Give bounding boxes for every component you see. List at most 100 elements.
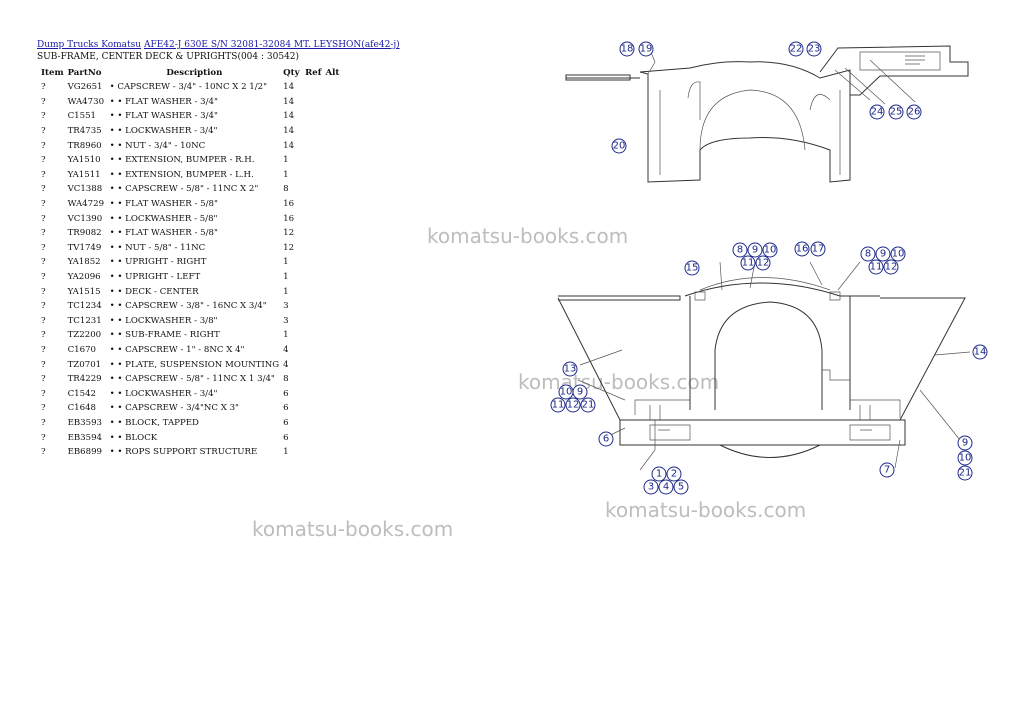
table-row: ?TR4735• • LOCKWASHER - 3/4"14 (37, 124, 341, 139)
callout[interactable]: 6 (598, 431, 614, 447)
svg-text:2: 2 (671, 469, 677, 480)
svg-text:21: 21 (582, 400, 595, 411)
callout[interactable]: 17 (810, 241, 826, 257)
cell-qty: 14 (283, 96, 295, 107)
callout[interactable]: 10 (762, 242, 778, 258)
cell-item: ? (41, 374, 46, 385)
callout[interactable]: 8 (732, 242, 748, 258)
callout[interactable]: 9 (957, 435, 973, 451)
callout[interactable]: 10 (957, 450, 973, 466)
table-row: ?YA1510• • EXTENSION, BUMPER - R.H.1 (37, 153, 341, 168)
callout[interactable]: 16 (794, 241, 810, 257)
cell-partno: TR4229 (67, 374, 102, 385)
cell-description: • • LOCKWASHER - 3/4" (109, 126, 218, 137)
cell-item: ? (41, 359, 46, 370)
callout[interactable]: 9 (572, 384, 588, 400)
parts-table: Item PartNo Description Qty Ref Alt ?VG2… (37, 66, 341, 459)
callout[interactable]: 8 (860, 246, 876, 262)
top-assembly-drawing (565, 45, 969, 183)
callout[interactable]: 21 (580, 397, 596, 413)
svg-text:12: 12 (757, 258, 770, 269)
callout[interactable]: 19 (638, 41, 654, 57)
callout[interactable]: 10 (558, 384, 574, 400)
cell-partno: WA4729 (67, 199, 105, 210)
cell-partno: VC1390 (67, 213, 103, 224)
callout[interactable]: 11 (868, 259, 884, 275)
callout[interactable]: 15 (684, 260, 700, 276)
cell-description: • • CAPSCREW - 3/8" - 16NC X 3/4" (109, 301, 267, 312)
callout[interactable]: 18 (619, 41, 635, 57)
svg-text:16: 16 (796, 244, 809, 255)
callout[interactable]: 26 (906, 104, 922, 120)
cell-partno: TC1234 (67, 301, 102, 312)
cell-partno: TC1231 (67, 315, 102, 326)
svg-text:18: 18 (621, 44, 634, 55)
svg-text:23: 23 (808, 44, 821, 55)
breadcrumb-model-link[interactable]: AFE42-J 630E S/N 32081-32084 MT. LEYSHON… (143, 40, 400, 50)
svg-text:7: 7 (884, 465, 890, 476)
svg-text:12: 12 (885, 262, 898, 273)
cell-description: • • CAPSCREW - 5/8" - 11NC X 2" (109, 184, 259, 195)
cell-description: • • LOCKWASHER - 3/4" (109, 388, 218, 399)
parts-table-body: ?VG2651• CAPSCREW - 3/4" - 10NC X 2 1/2"… (37, 80, 341, 459)
table-row: ?WA4729• • FLAT WASHER - 5/8"16 (37, 197, 341, 212)
cell-item: ? (41, 111, 46, 122)
callout[interactable]: 21 (957, 465, 973, 481)
callout[interactable]: 5 (673, 479, 689, 495)
cell-partno: EB3594 (67, 432, 103, 443)
callout-group-top: 18 19 22 23 20 24 25 26 (611, 41, 922, 154)
callout[interactable]: 3 (643, 479, 659, 495)
callout[interactable]: 14 (972, 344, 988, 360)
svg-text:4: 4 (663, 482, 669, 493)
callout[interactable]: 11 (550, 397, 566, 413)
cell-item: ? (41, 199, 46, 210)
callout[interactable]: 12 (565, 397, 581, 413)
breadcrumb-category-link[interactable]: Dump Trucks Komatsu (37, 40, 142, 50)
cell-description: • • LOCKWASHER - 5/8" (109, 213, 218, 224)
cell-qty: 1 (283, 169, 289, 180)
callout[interactable]: 1 (651, 466, 667, 482)
cell-description: • • NUT - 5/8" - 11NC (109, 242, 206, 253)
callout[interactable]: 13 (562, 361, 578, 377)
callout[interactable]: 7 (879, 462, 895, 478)
callout[interactable]: 24 (869, 104, 885, 120)
callout[interactable]: 12 (755, 255, 771, 271)
cell-description: • • EXTENSION, BUMPER - R.H. (109, 155, 255, 166)
callout[interactable]: 25 (888, 104, 904, 120)
callout[interactable]: 2 (666, 466, 682, 482)
cell-partno: C1551 (67, 111, 97, 122)
cell-qty: 6 (283, 388, 289, 399)
cell-description: • CAPSCREW - 3/4" - 10NC X 2 1/2" (109, 82, 268, 93)
svg-text:10: 10 (959, 453, 972, 464)
callout[interactable]: 9 (747, 242, 763, 258)
table-row: ?C1648• • CAPSCREW - 3/4"NC X 3"6 (37, 401, 341, 416)
col-item: Item (41, 68, 64, 78)
cell-item: ? (41, 96, 46, 107)
callout[interactable]: 10 (890, 246, 906, 262)
svg-text:25: 25 (890, 107, 903, 118)
cell-qty: 6 (283, 417, 289, 428)
watermark: komatsu-books.com (252, 517, 454, 541)
callout[interactable]: 23 (806, 41, 822, 57)
cell-partno: TZ0701 (67, 359, 102, 370)
cell-partno: YA1510 (67, 155, 101, 166)
callout[interactable]: 22 (788, 41, 804, 57)
callout[interactable]: 12 (883, 259, 899, 275)
cell-qty: 14 (283, 126, 295, 137)
cell-qty: 12 (283, 242, 295, 253)
cell-item: ? (41, 344, 46, 355)
table-row: ?TR9082• • FLAT WASHER - 5/8"12 (37, 226, 341, 241)
callout[interactable]: 4 (658, 479, 674, 495)
callout[interactable]: 9 (875, 246, 891, 262)
cell-item: ? (41, 447, 46, 458)
svg-text:11: 11 (870, 262, 883, 273)
callout[interactable]: 11 (740, 255, 756, 271)
svg-text:3: 3 (648, 482, 654, 493)
cell-qty: 1 (283, 155, 289, 166)
callout[interactable]: 20 (611, 138, 627, 154)
callout-group-bottom: 8 9 10 11 12 16 17 8 9 10 11 12 15 14 13… (550, 241, 988, 495)
